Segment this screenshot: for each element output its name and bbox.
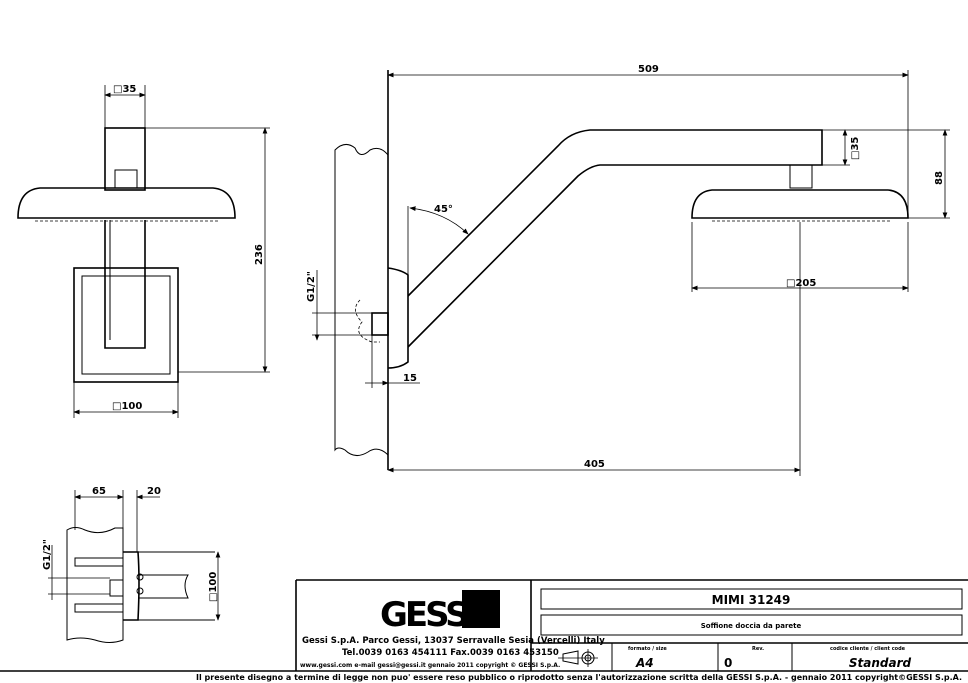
company-web: www.gessi.com e-mail gessi@gessi.it genn… xyxy=(300,662,560,669)
dim-side-projection: 405 xyxy=(584,459,605,470)
projection-symbol-icon xyxy=(558,649,598,667)
detail-view: 65 20 G1/2" □100 xyxy=(42,486,221,643)
company-address: Gessi S.p.A. Parco Gessi, 13037 Serraval… xyxy=(302,636,605,646)
dim-detail-plate: 20 xyxy=(147,486,161,497)
dim-front-square-top: □35 xyxy=(113,84,136,95)
format-label: formato / size xyxy=(628,646,667,652)
dim-side-angle: 45° xyxy=(434,204,453,215)
dim-front-plate: □100 xyxy=(112,401,142,412)
dim-side-length: 509 xyxy=(638,64,659,75)
client-code-label: codice cliente / client code xyxy=(830,646,906,652)
side-view: 509 □35 88 □205 45° G1/2" 15 405 xyxy=(306,64,950,476)
dim-side-drop: 88 xyxy=(934,171,945,185)
legal-notice: Il presente disegno a termine di legge n… xyxy=(196,673,962,682)
rev-value: 0 xyxy=(724,656,732,670)
dim-detail-square: □100 xyxy=(208,572,219,602)
product-description: Soffione doccia da parete xyxy=(701,622,802,630)
dim-side-thread: G1/2" xyxy=(306,271,317,302)
company-phone: Tel.0039 0163 454111 Fax.0039 0163 45315… xyxy=(342,648,559,658)
dim-front-height: 236 xyxy=(254,244,265,265)
dim-side-offset: 15 xyxy=(403,373,417,384)
dim-side-head: □205 xyxy=(786,278,816,289)
front-view: □35 236 □100 xyxy=(17,84,270,418)
format-value: A4 xyxy=(635,656,654,670)
dim-detail-thread: G1/2" xyxy=(42,539,53,570)
product-code: MIMI 31249 xyxy=(712,593,791,607)
client-code-value: Standard xyxy=(849,656,912,670)
gessi-logo: GESSI xyxy=(380,590,500,635)
dim-side-arm-square: □35 xyxy=(850,137,861,160)
dim-detail-depth: 65 xyxy=(92,486,106,497)
rev-label: Rev. xyxy=(752,646,764,652)
title-block: GESSI Gessi S.p.A. Parco Gessi, 13037 Se… xyxy=(0,579,968,682)
